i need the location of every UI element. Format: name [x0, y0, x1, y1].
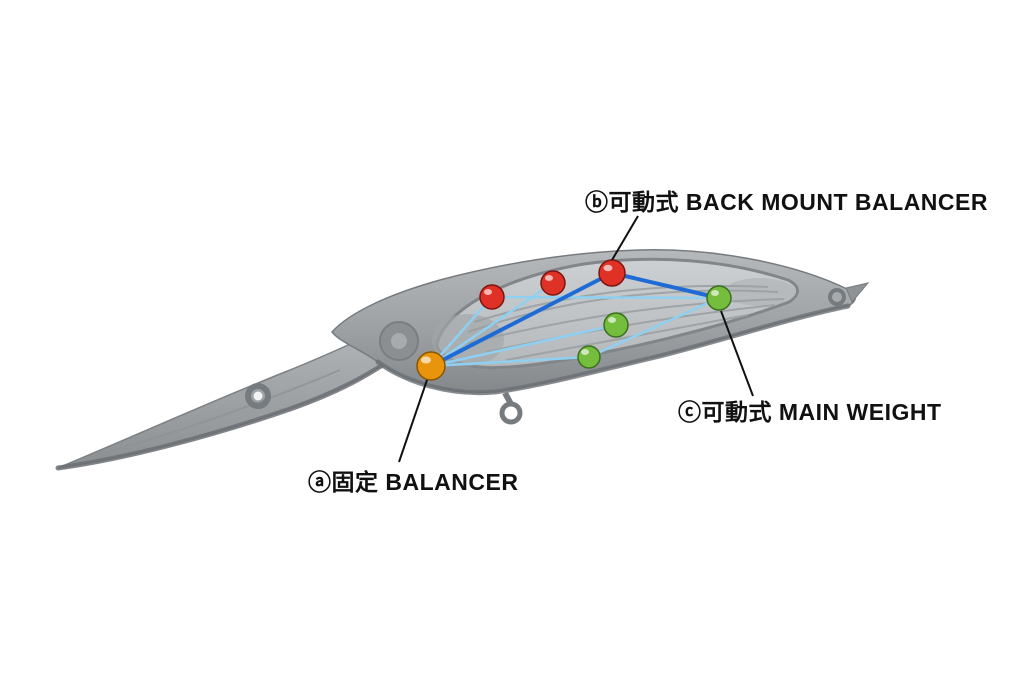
head-recess-inner — [391, 333, 407, 349]
weight-path-lines — [429, 271, 721, 368]
path-line-light — [587, 296, 721, 359]
leader-line-back-mount — [611, 215, 639, 261]
tail-tip — [845, 282, 870, 303]
main-weight-circle-1 — [603, 312, 629, 338]
back-mount-balancer-ball — [540, 270, 566, 296]
diving-bill-edge — [55, 361, 387, 471]
label-fixed-balancer: ⓐ固定 BALANCER — [308, 469, 518, 495]
path-line-dark — [610, 271, 721, 300]
bill-screw-eye-hole — [253, 391, 263, 401]
belly-hanger-ring — [499, 401, 523, 425]
back-mount-balancer-ball — [479, 284, 505, 310]
diving-bill-fold-line — [79, 369, 341, 461]
main-weight-ball — [577, 345, 601, 369]
ball-highlight — [608, 317, 616, 323]
path-line-light — [429, 323, 618, 368]
back-mount-circle-2 — [540, 270, 566, 296]
leader-line-main-weight — [720, 310, 754, 397]
ball-highlight — [484, 289, 492, 295]
ball-highlight — [545, 275, 553, 281]
weight-path-dark-lines — [429, 271, 721, 368]
ball-highlight — [711, 290, 719, 296]
path-line-light — [429, 355, 591, 368]
bill-screw-eye-ring — [245, 383, 271, 409]
fixed-balancer-circle — [416, 351, 446, 381]
main-weight-circle-3 — [706, 285, 732, 311]
ball-highlight — [581, 349, 589, 355]
fixed-balancer-ball — [416, 351, 446, 381]
main-weight-ball — [706, 285, 732, 311]
cavity-rib-5 — [505, 314, 749, 361]
cavity-rib-3 — [463, 298, 785, 345]
main-weight-ball — [603, 312, 629, 338]
weight-balls — [416, 259, 732, 381]
ball-highlight — [603, 264, 613, 272]
path-line-light — [429, 295, 494, 368]
weight-path-light-lines — [429, 281, 721, 368]
back-mount-circle-3 — [598, 259, 626, 287]
callouts: ⓑ可動式 BACK MOUNT BALANCER ⓒ可動式 MAIN WEIGH… — [308, 189, 988, 495]
main-weight-circle-2 — [577, 345, 601, 369]
back-mount-circle-1 — [479, 284, 505, 310]
leader-line-fixed-balancer — [398, 379, 428, 463]
body-belly-shadow — [375, 303, 851, 396]
back-mount-balancer-ball — [598, 259, 626, 287]
label-back-mount-balancer: ⓑ可動式 BACK MOUNT BALANCER — [585, 189, 988, 215]
ball-highlight — [421, 356, 431, 364]
path-line-light — [490, 295, 721, 300]
label-main-weight: ⓒ可動式 MAIN WEIGHT — [678, 399, 942, 425]
path-line-dark — [429, 271, 614, 368]
diving-bill — [57, 335, 385, 469]
tail-eyelet-ring — [828, 288, 846, 306]
